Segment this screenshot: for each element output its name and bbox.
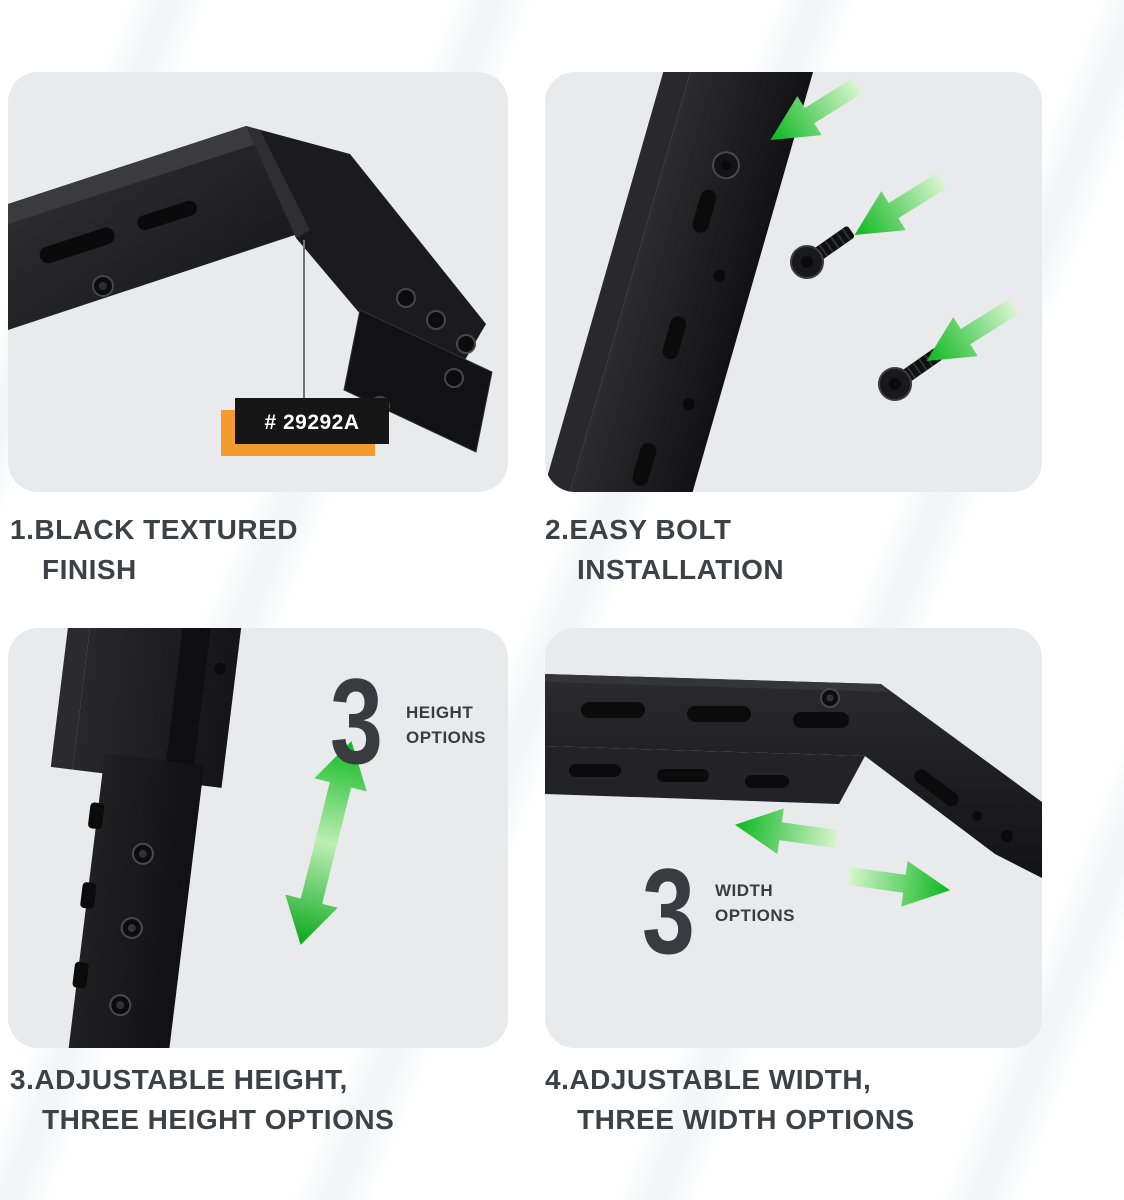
panel-adjustable-width: 3 WIDTH OPTIONS — [545, 628, 1042, 1048]
height-options-label-line2: OPTIONS — [406, 728, 487, 747]
height-options-label-line1: HEIGHT — [406, 703, 474, 722]
caption-4-line1: 4.ADJUSTABLE WIDTH, — [545, 1064, 872, 1095]
caption-black-textured-finish: 1.BLACK TEXTURED FINISH — [10, 510, 298, 590]
caption-3-line2: THREE HEIGHT OPTIONS — [42, 1104, 395, 1135]
bracket-slots — [39, 200, 198, 264]
bracket-right-arm — [246, 126, 486, 406]
caption-1-line2: FINISH — [42, 554, 137, 585]
width-options-label: WIDTH OPTIONS — [715, 878, 795, 928]
height-options-label: HEIGHT OPTIONS — [406, 700, 486, 750]
vertical-bracket — [50, 628, 248, 1048]
caption-4-line2: THREE WIDTH OPTIONS — [577, 1104, 915, 1135]
panel-adjustable-height: 3 HEIGHT OPTIONS — [8, 628, 508, 1048]
width-options-label-line1: WIDTH — [715, 881, 774, 900]
caption-1-line1: 1.BLACK TEXTURED — [10, 514, 299, 545]
bracket-photo: # 29292A — [8, 126, 493, 456]
rail — [545, 72, 832, 492]
part-number-label: # 29292A — [264, 411, 359, 434]
tag-black-plate — [235, 398, 389, 444]
green-arrow-right-icon — [845, 853, 954, 913]
green-arrow-icon — [842, 161, 954, 255]
width-options-number: 3 — [642, 843, 695, 979]
caption-2-line1: 2.EASY BOLT — [545, 514, 732, 545]
horizontal-rail — [545, 674, 1042, 878]
caption-3-line1: 3.ADJUSTABLE HEIGHT, — [10, 1064, 348, 1095]
width-options-label-line2: OPTIONS — [715, 906, 796, 925]
bracket-left-arm — [8, 126, 310, 330]
panel-easy-bolt-installation — [545, 72, 1042, 492]
caption-adjustable-width: 4.ADJUSTABLE WIDTH, THREE WIDTH OPTIONS — [545, 1060, 915, 1140]
bracket-edge-highlight — [8, 126, 256, 224]
caption-easy-bolt-installation: 2.EASY BOLT INSTALLATION — [545, 510, 784, 590]
height-adjust-photo — [50, 628, 367, 1048]
bolt-icon — [783, 216, 862, 286]
panel-black-textured-finish: # 29292A — [8, 72, 508, 492]
green-double-arrow-icon — [285, 741, 367, 945]
width-adjust-photo — [545, 674, 1042, 913]
bracket-bolts — [109, 842, 154, 1017]
green-arrow-left-icon — [731, 802, 840, 862]
height-options-number: 3 — [330, 653, 383, 789]
bracket-bend-facet — [246, 126, 310, 238]
caption-adjustable-height: 3.ADJUSTABLE HEIGHT, THREE HEIGHT OPTION… — [10, 1060, 394, 1140]
mount-plate — [343, 309, 493, 453]
caption-2-line2: INSTALLATION — [577, 554, 785, 585]
bolt-installation-photo — [545, 72, 1026, 492]
bolt-center — [99, 282, 107, 290]
